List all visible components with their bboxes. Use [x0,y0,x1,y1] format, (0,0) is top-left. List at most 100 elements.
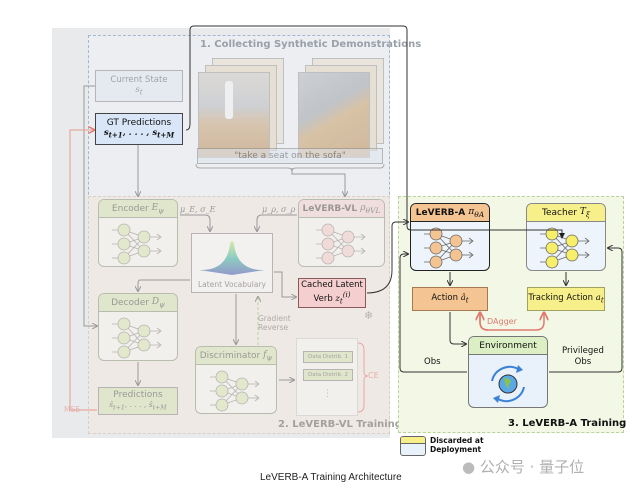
leverb-vl-network: LeVERB-VL ρθVL [298,199,385,267]
latent-vocabulary-label: Latent Vocabulary [198,280,266,289]
section1-title: 1. Collecting Synthetic Demonstrations [200,39,422,50]
obs-label: Obs [424,357,441,367]
action-box: Action ât [412,287,488,311]
nn-node [137,230,151,244]
encoder-network: Encoder Eψ [98,199,178,267]
gt-predictions-math: st+1, . . . , st+M [103,128,175,140]
nn-node [117,345,131,359]
cached-latent-verb-label: Verb [313,294,333,305]
privileged-obs-line2: Obs [574,357,592,367]
legend-label-line1: Discarded at [430,436,484,445]
leverb-vl-output-label: μ_ρ, σ_ρ [262,205,296,214]
nn-node [565,234,579,248]
nn-node [215,370,229,384]
section3-title: 3. LeVERB-A Training [508,418,627,429]
encoder-output-label: μ_E, σ_E [180,205,216,214]
leverb-a-network: LeVERB-A πθA [410,203,490,271]
data-distrib-1: Data Distrib. 1 [303,351,353,363]
tracking-action-label: Tracking Action [528,293,594,304]
nn-node [449,248,463,262]
discriminator-label: Discriminator [199,350,261,361]
nn-node [321,223,334,237]
current-state-math: st [135,85,143,97]
leverb-a-label: LeVERB-A [415,207,466,218]
environment-label: Environment [479,340,537,351]
gt-predictions-label: GT Predictions [106,118,172,129]
decoder-math: Dψ [151,296,165,309]
nn-node [341,230,354,244]
nn-node [117,237,131,251]
nn-node [341,244,354,258]
data-distrib-1-label: Data Distrib. 1 [308,354,348,360]
snowflake-frozen-icon: ❄ [364,309,374,322]
data-distrib-ellipsis: ⋮ [323,389,332,399]
nn-node [215,398,229,412]
cached-latent-label: Cached Latent [301,280,363,291]
legend-label: Discarded at Deployment [430,436,484,454]
legend-label-line2: Deployment [430,445,482,454]
teacher-network: Teacher Tξ [526,203,606,271]
nn-node [117,317,131,331]
nn-node [137,244,151,258]
leverb-vl-nn-icon [315,223,366,265]
leverb-a-nn-icon [424,227,474,269]
gradient-reverse-line2: Reverse [258,323,289,332]
wechat-icon: ● [462,458,476,476]
teacher-math: Tξ [579,206,590,219]
encoder-math: Eψ [151,202,165,215]
ce-label: CE [368,371,379,380]
leverb-vl-math: ρθVL [360,202,381,215]
gradient-reverse-label: Gradient Reverse [258,314,291,332]
environment-box: Environment [468,336,548,408]
nn-node [545,227,559,241]
predictions-label: Predictions [113,390,163,401]
current-state-box: Current State st [95,70,183,102]
section2-title: 2. LeVERB-VL Training [278,419,402,430]
earth-cycle-icon [491,365,525,403]
decoder-network: Decoder Dψ [98,293,178,361]
gt-predictions-box: GT Predictions st+1, . . . , st+M [95,113,183,145]
decoder-nn-icon [112,317,162,359]
tracking-action-box: Tracking Action at [527,287,605,311]
data-distribution-panel: Data Distrib. 1 Data Distrib. 2 ⋮ [296,338,358,416]
gaussian-surface-icon [199,241,265,275]
nn-node [321,251,334,265]
legend-swatch [400,436,426,456]
discriminator-network: Discriminator fψ [195,346,277,414]
leverb-a-math: πθA [468,206,485,219]
discriminator-nn-icon [210,370,260,412]
watermark: ● 公众号 · 量子位 [462,456,584,477]
action-math: ât [460,293,469,305]
nn-node [117,251,131,265]
data-distrib-2: Data Distrib. 2 [303,369,353,381]
nn-node [235,377,249,391]
demo-image-stack-1 [198,58,284,158]
nn-node [429,227,443,241]
gradient-reverse-line1: Gradient [258,314,291,323]
predictions-box: Predictions ŝt+1, . . . , ŝt+M [98,387,178,415]
nn-node [429,255,443,269]
privileged-obs-line1: Privileged [562,346,604,356]
instruction-text: "take a seat on the sofa" [234,151,346,161]
cached-latent-math: zt(i) [335,290,351,306]
nn-node [235,391,249,405]
teacher-label: Teacher [542,207,577,218]
nn-node [137,338,151,352]
decoder-label: Decoder [111,297,149,308]
dagger-label: DAgger [487,317,517,326]
nn-node [545,241,559,255]
robot-sofa-image [198,72,270,158]
encoder-nn-icon [112,223,162,265]
leverb-vl-label: LeVERB-VL [302,203,358,214]
watermark-text: 公众号 · 量子位 [479,458,585,476]
encoder-label: Encoder [111,203,149,214]
instruction-box: "take a seat on the sofa" [197,148,383,164]
tracking-action-math: at [595,293,604,305]
nn-node [117,331,131,345]
nn-node [449,234,463,248]
nn-node [429,241,443,255]
action-label: Action [431,293,458,304]
teacher-nn-icon [540,227,590,269]
nn-node [565,248,579,262]
